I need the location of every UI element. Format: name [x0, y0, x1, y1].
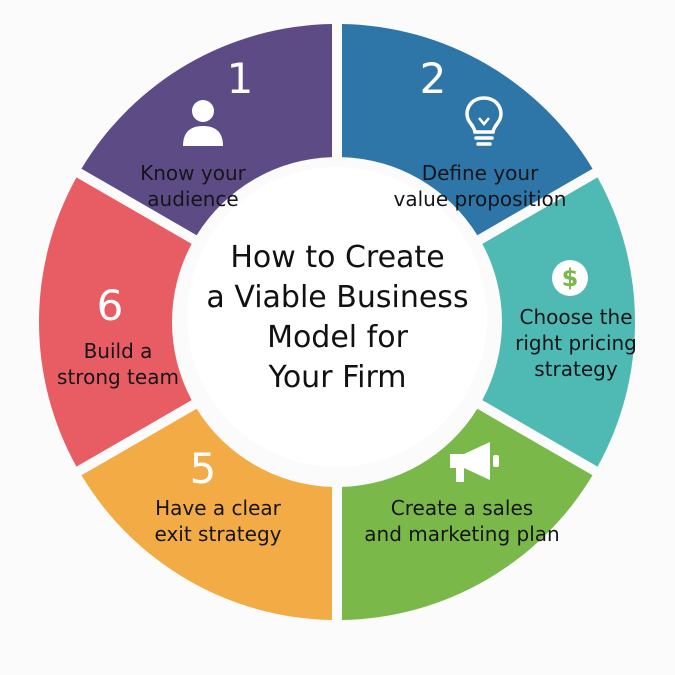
svg-text:$: $	[562, 264, 579, 292]
step-2-segment	[482, 177, 635, 467]
step-4-label: Create a sales and marketing plan	[364, 496, 560, 546]
step-3-label: Choose the right pricing strategy	[515, 305, 637, 381]
step-6-label: Build a strong team	[57, 339, 179, 389]
center-title: How to Create a Viable Business Model fo…	[190, 238, 485, 398]
megaphone-icon	[450, 442, 499, 482]
center-circle	[187, 167, 487, 467]
title-line: Model for	[267, 320, 408, 355]
lightbulb-icon	[465, 96, 503, 146]
title-line: How to Create	[230, 240, 445, 275]
step-4-segment	[81, 408, 333, 620]
step-6-number: 6	[96, 281, 124, 330]
step-1-number: 1	[226, 54, 254, 103]
step-2-label: Define your value proposition	[393, 161, 567, 211]
step-2-number: 2	[419, 54, 447, 103]
title-line: Your Firm	[268, 360, 407, 395]
step-1-label: Know your audience	[140, 161, 246, 211]
person-icon	[183, 100, 223, 146]
dollar-icon: $	[552, 260, 588, 296]
step-5-number: 5	[189, 444, 217, 493]
step-5-segment	[38, 177, 192, 467]
step-3-segment	[341, 408, 593, 620]
step-1-segment	[341, 24, 593, 236]
title-line: a Viable Business	[206, 280, 469, 315]
step-5-label: Have a clear exit strategy	[154, 496, 282, 546]
